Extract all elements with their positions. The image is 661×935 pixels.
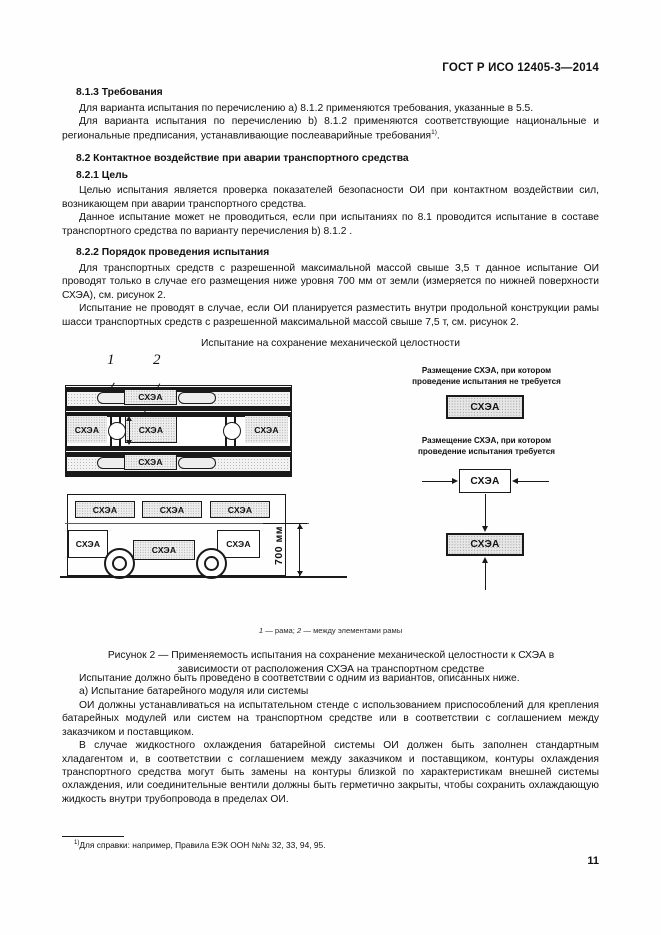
figure-key-num-2: 2 (297, 626, 302, 635)
footnote-rule (62, 836, 124, 837)
standard-header: ГОСТ Р ИСО 12405-3—2014 (442, 62, 599, 74)
plan-gap-arrow-down (125, 440, 132, 445)
frame-plan-view: СХЭА СХЭА СХЭА СХЭА СХЭ (65, 385, 292, 477)
ground-line (60, 576, 347, 578)
heading-8-1-3: 8.1.3 Требования (76, 87, 163, 98)
dimension-arrow-bottom (296, 571, 303, 576)
legend-arrow-down-shaft (484, 494, 486, 528)
paragraph-8-1-3-1: Для варианта испытания по перечислению a… (79, 102, 534, 114)
figure-key-text-1: — рама; (263, 626, 298, 635)
frame-rail-6 (65, 471, 292, 476)
figure-key-num-1: 1 (258, 626, 264, 635)
legend-arrow-up-head (481, 557, 488, 563)
heading-8-2-1: 8.2.1 Цель (76, 169, 129, 181)
dimension-arrow-top (296, 524, 303, 529)
callout-number-2: 2 (153, 352, 161, 368)
schea-box-side-lower-center: СХЭА (133, 540, 195, 560)
legend-title-not-required-line1: Размещение СХЭА, при котором (421, 366, 552, 375)
frame-rail-5 (65, 452, 292, 457)
legend-arrow-left-head (452, 477, 458, 484)
lower-paragraph-1: Испытание должно быть проведено в соотве… (79, 673, 520, 684)
dimension-line (299, 524, 301, 576)
paragraph-8-2-1-2: Данное испытание может не проводиться, е… (62, 212, 599, 237)
dimension-label-700mm: 700 мм (273, 526, 285, 565)
heading-8-2: 8.2 Контактное воздействие при аварии тр… (76, 152, 409, 164)
schea-box-side-upper-2: СХЭА (142, 501, 202, 518)
vehicle-side-view: СХЭА СХЭА СХЭА СХЭА СХЭА СХЭА 700 мм (60, 492, 347, 600)
dimension-tick-top (263, 523, 307, 525)
figure-caption: Рисунок 2 — Применяемость испытания на с… (107, 650, 555, 675)
footnote-body: Для справки: например, Правила ЕЭК ООН №… (79, 840, 326, 850)
dimension-tick-bottom (263, 576, 307, 578)
schea-box-side-lower-right: СХЭА (217, 530, 260, 558)
legend-title-required-line1: Размещение СХЭА, при котором (421, 436, 552, 445)
schea-box-side-upper-1: СХЭА (75, 501, 135, 518)
frame-rail-2 (65, 406, 292, 411)
body-text-lower: Испытание должно быть проведено в соотве… (62, 672, 599, 806)
legend-title-required-line2: проведение испытания требуется (417, 446, 556, 456)
legend-title-required: Размещение СХЭА, при котором проведение … (374, 436, 599, 457)
lower-paragraph-3: ОИ должны устанавливаться на испытательн… (62, 699, 599, 738)
schea-box-plan-left: СХЭА (67, 416, 107, 443)
plan-gap-arrow-shaft (128, 418, 130, 443)
legend-title-not-required-line2: проведение испытания не требуется (412, 376, 561, 386)
heading-8-2-2: 8.2.2 Порядок проведения испытания (76, 247, 270, 259)
schea-box-plan-right: СХЭА (245, 416, 288, 443)
paragraph-8-2-1-1: Целью испытания является проверка показа… (62, 185, 599, 210)
paragraph-8-1-3-2-tail: . (436, 130, 440, 142)
paragraph-8-1-3-2: Для варианта испытания по перечислению b… (62, 115, 599, 142)
page-number: 11 (587, 855, 599, 867)
body-text-upper: 8.1.3 Требования Для варианта испытания … (62, 86, 599, 349)
paragraph-8-2-2-2: Испытание не проводят в случае, если ОИ … (62, 303, 599, 328)
figure-key-text-2: — между элементами рамы (301, 626, 403, 635)
footnote-text: 1)Для справки: например, Правила ЕЭК ООН… (74, 840, 326, 850)
paragraph-8-2-2-1: Для транспортных средств с разрешенной м… (62, 263, 599, 301)
legend-arrow-up-shaft (484, 562, 486, 590)
legend-box-required-top: СХЭА (459, 469, 511, 493)
plan-gap-arrow-up (125, 416, 132, 421)
lower-paragraph-4: В случае жидкостного охлаждения батарейн… (62, 740, 599, 805)
schea-box-side-upper-3: СХЭА (210, 501, 270, 518)
floor-reference-line (65, 523, 309, 525)
legend-box-required-bottom: СХЭА (446, 533, 524, 556)
vehicle-body-outline (67, 494, 286, 576)
lower-paragraph-2: a) Испытание батарейного модуля или сист… (79, 686, 309, 698)
legend-arrow-down-head (481, 526, 488, 532)
plan-joint-right (223, 422, 241, 440)
frame-rail-4 (65, 446, 292, 451)
wheel-front-hub (112, 556, 127, 571)
crossmember-pill-4 (178, 457, 216, 469)
schea-box-plan-top: СХЭА (124, 389, 177, 405)
legend-arrow-right-shaft (518, 480, 549, 482)
footnote-marker: 1) (74, 840, 80, 847)
crossmember-pill-2 (178, 392, 216, 404)
figure-title: Испытание на сохранение механической цел… (201, 338, 460, 350)
legend-arrow-right-head (512, 477, 518, 484)
wheel-rear-hub (204, 556, 219, 571)
paragraph-8-1-3-2-text: Для варианта испытания по перечислению b… (62, 116, 599, 142)
schea-box-plan-bottom: СХЭА (124, 454, 177, 470)
frame-rail-1 (65, 387, 292, 392)
schea-box-side-lower-left: СХЭА (68, 530, 108, 558)
schea-box-plan-center: СХЭА (125, 416, 177, 443)
frame-rail-3 (65, 412, 292, 417)
footnote-ref-1: 1) (431, 128, 437, 136)
plan-joint-left (108, 422, 126, 440)
legend-title-not-required: Размещение СХЭА, при котором проведение … (374, 366, 599, 387)
legend-box-not-required: СХЭА (446, 395, 524, 419)
figure-key-line: 1 — рама; 2 — между элементами рамы (62, 626, 599, 635)
figure-legend-panel: Размещение СХЭА, при котором проведение … (374, 366, 599, 616)
figure-2: 1 2 СХЭА СХЭА СХЭА СХЭА (60, 352, 599, 675)
callout-number-1: 1 (107, 352, 115, 368)
legend-arrow-left-shaft (422, 480, 453, 482)
